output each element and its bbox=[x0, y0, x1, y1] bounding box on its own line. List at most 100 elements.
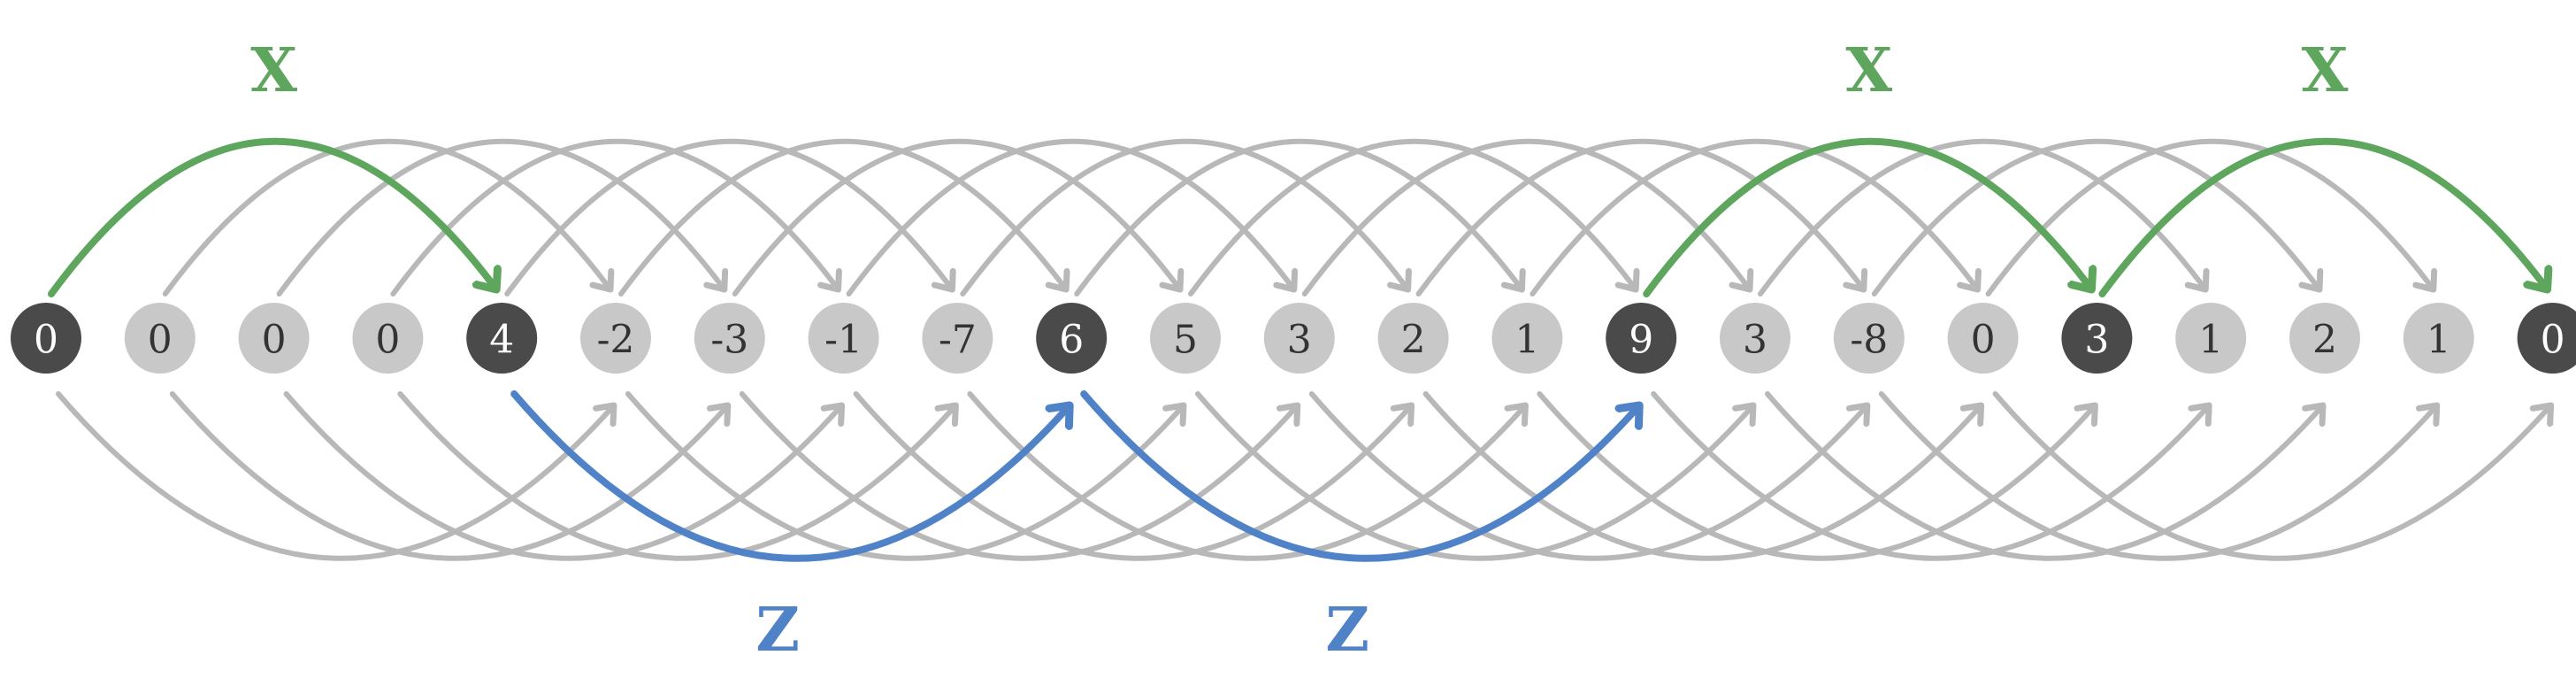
inactive-node-circle bbox=[124, 303, 196, 374]
upper-gray-arc bbox=[732, 138, 1184, 297]
upper-gray-arc bbox=[504, 138, 956, 297]
node-value: 3 bbox=[1287, 318, 1312, 363]
sequence-node: 6 bbox=[1036, 303, 1108, 374]
upper-gray-arc bbox=[846, 138, 1299, 297]
upper-gray-arc bbox=[1301, 138, 1754, 297]
lower-gray-arc bbox=[56, 391, 617, 561]
inactive-node-circle bbox=[238, 303, 310, 374]
node-value: 0 bbox=[262, 318, 287, 363]
sequence-node: 0 bbox=[11, 303, 81, 374]
sequence-node: 9 bbox=[1606, 303, 1677, 374]
upper-gray-arc bbox=[162, 138, 615, 297]
node-value: 4 bbox=[489, 318, 514, 363]
upper-gray-arc bbox=[390, 138, 842, 297]
sequence-node: 0 bbox=[124, 303, 196, 374]
inactive-node-circle bbox=[1263, 303, 1335, 374]
upper-gray-arc bbox=[1871, 138, 2324, 297]
node-value: -7 bbox=[939, 318, 977, 363]
sequence-node: -7 bbox=[922, 303, 993, 374]
upper-gray-arc bbox=[1985, 138, 2438, 297]
inactive-node-circle bbox=[922, 303, 993, 374]
sequence-node: 0 bbox=[2517, 303, 2576, 374]
x-jump-label: X bbox=[1845, 35, 1892, 106]
inactive-node-circle bbox=[1947, 303, 2019, 374]
lower-gray-arc bbox=[1765, 391, 2327, 561]
lower-gray-arc bbox=[169, 391, 732, 561]
x-jump-arc bbox=[48, 137, 496, 297]
upper-gray-arc bbox=[1074, 138, 1526, 297]
node-value: 0 bbox=[1971, 318, 1996, 363]
inactive-node-circle bbox=[2289, 303, 2360, 374]
x-jump-label: X bbox=[2302, 35, 2349, 106]
inactive-node-circle bbox=[1491, 303, 1563, 374]
active-node-circle bbox=[2517, 303, 2576, 374]
sequence-node: -2 bbox=[580, 303, 651, 374]
upper-gray-arc bbox=[276, 138, 729, 297]
sequence-node: -3 bbox=[694, 303, 765, 374]
sequence-node: 0 bbox=[1947, 303, 2019, 374]
upper-gray-arc bbox=[960, 138, 1412, 297]
inactive-node-circle bbox=[352, 303, 424, 374]
active-node-circle bbox=[1036, 303, 1108, 374]
inactive-node-circle bbox=[1833, 303, 1905, 374]
gray-jump-arcs bbox=[56, 138, 2555, 561]
sequence-node: 3 bbox=[1720, 303, 1790, 374]
node-value: 2 bbox=[2312, 318, 2337, 363]
node-value: -3 bbox=[710, 318, 748, 363]
inactive-node-circle bbox=[808, 303, 879, 374]
node-value: 1 bbox=[1514, 318, 1539, 363]
node-value: 3 bbox=[1743, 318, 1767, 363]
sequence-node: 3 bbox=[1263, 303, 1335, 374]
inactive-node-circle bbox=[1150, 303, 1221, 374]
z-jump-label: Z bbox=[755, 595, 800, 666]
upper-gray-arc bbox=[1758, 138, 2210, 297]
sequence-node: 0 bbox=[238, 303, 310, 374]
node-value: 0 bbox=[2541, 318, 2565, 363]
inactive-node-circle bbox=[694, 303, 765, 374]
lower-gray-arc bbox=[283, 391, 846, 561]
sequence-node: -8 bbox=[1833, 303, 1905, 374]
lower-gray-arc bbox=[1651, 391, 2212, 561]
node-value: -1 bbox=[824, 318, 862, 363]
node-value: 9 bbox=[1629, 318, 1653, 363]
z-jump-label: Z bbox=[1325, 595, 1369, 666]
active-node-circle bbox=[11, 303, 81, 374]
sequence-node: 1 bbox=[2175, 303, 2247, 374]
upper-gray-arc bbox=[1188, 138, 1640, 297]
node-value: 1 bbox=[2426, 318, 2451, 363]
lower-gray-arc bbox=[397, 391, 959, 561]
z-jump-arc bbox=[1080, 390, 1639, 562]
sequence-node: 4 bbox=[466, 303, 538, 374]
inactive-node-circle bbox=[1377, 303, 1449, 374]
sequence-node: 0 bbox=[352, 303, 424, 374]
lower-gray-arc bbox=[967, 391, 1529, 561]
active-node-circle bbox=[466, 303, 538, 374]
lower-gray-arc bbox=[1992, 391, 2555, 561]
inactive-node-circle bbox=[2175, 303, 2247, 374]
highlighted-jump-arcs bbox=[48, 137, 2548, 562]
node-value: 2 bbox=[1401, 318, 1426, 363]
sequence-node: 1 bbox=[1491, 303, 1563, 374]
active-node-circle bbox=[2061, 303, 2133, 374]
lower-gray-arc bbox=[1308, 391, 1871, 561]
x-jump-label: X bbox=[250, 35, 297, 106]
node-value: 5 bbox=[1173, 318, 1198, 363]
sequence-node: 5 bbox=[1150, 303, 1221, 374]
lower-gray-arc bbox=[1195, 391, 1757, 561]
sequence-node: 2 bbox=[2289, 303, 2360, 374]
sequence-node: 1 bbox=[2403, 303, 2474, 374]
node-value: 0 bbox=[375, 318, 400, 363]
sequence-node: -1 bbox=[808, 303, 879, 374]
node-value: -8 bbox=[1850, 318, 1888, 363]
inactive-node-circle bbox=[1720, 303, 1790, 374]
active-node-circle bbox=[1606, 303, 1677, 374]
lower-gray-arc bbox=[1878, 391, 2441, 561]
jump-labels: X X X Z Z bbox=[250, 35, 2348, 666]
upper-gray-arc bbox=[1530, 138, 1982, 297]
lower-gray-arc bbox=[1422, 391, 1985, 561]
lower-gray-arc bbox=[853, 391, 1415, 561]
lower-gray-arc bbox=[1537, 391, 2098, 561]
